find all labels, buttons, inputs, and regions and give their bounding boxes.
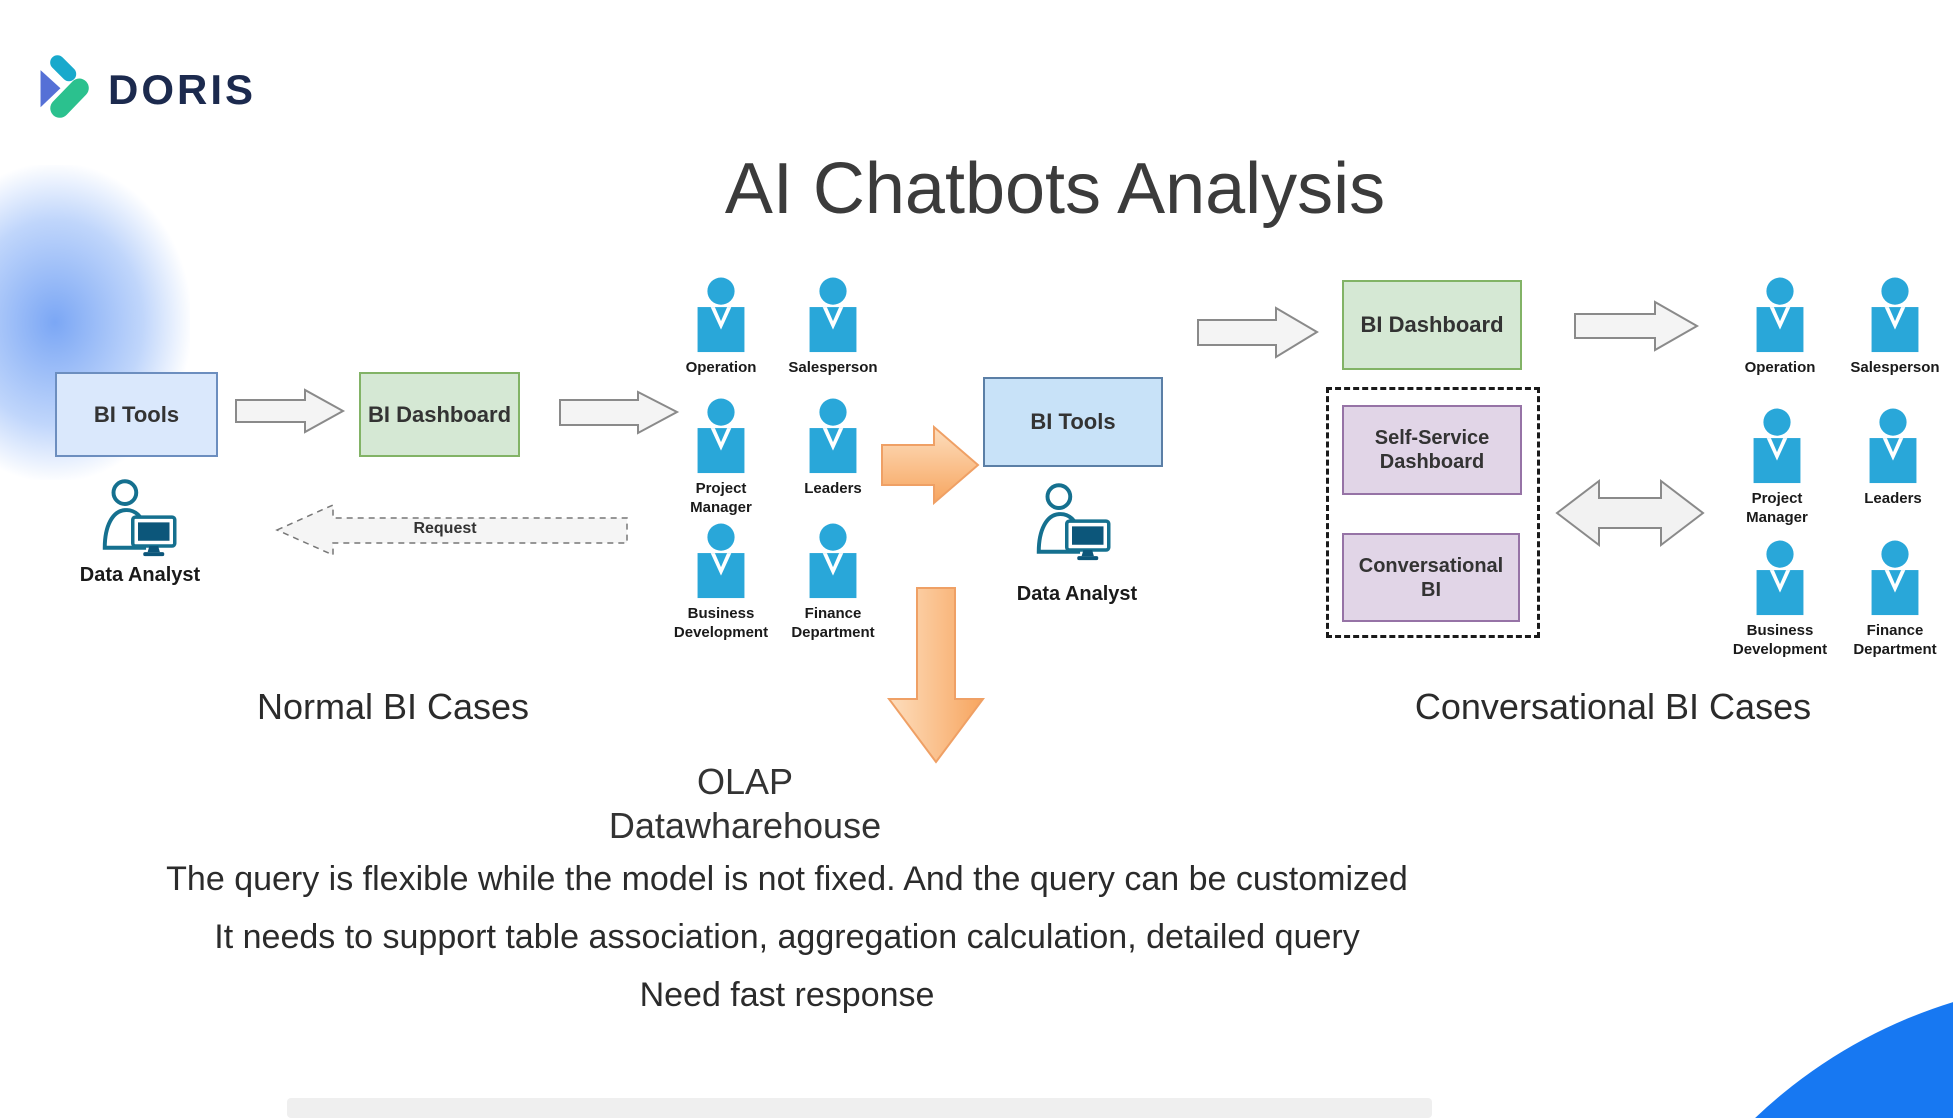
person-label: Operation	[685, 359, 757, 376]
person-icon	[809, 277, 857, 353]
self-service-label: Self-Service Dashboard	[1374, 427, 1490, 473]
person-icon	[809, 523, 857, 599]
person-finance-department-right: Finance Department	[1835, 540, 1953, 659]
person-label: Business Development	[1732, 622, 1828, 658]
person-project-manager-left: Project Manager	[661, 398, 781, 517]
arrow-bidashboard-to-right-people	[1574, 300, 1700, 352]
arrow-bitools-to-bidashboard	[235, 388, 346, 434]
person-leaders-right: Leaders	[1833, 408, 1953, 508]
person-label: Project Manager	[1746, 490, 1808, 526]
note-line: The query is flexible while the model is…	[166, 860, 1408, 898]
person-label: Salesperson	[1850, 359, 1940, 376]
orange-arrow-down	[887, 587, 985, 764]
note-line: Need fast response	[639, 976, 935, 1014]
data-analyst-label-left: Data Analyst	[79, 564, 201, 586]
bi-dashboard-right-label: BI Dashboard	[1360, 312, 1504, 337]
person-icon	[809, 398, 857, 474]
person-project-manager-right: Project Manager	[1717, 408, 1837, 527]
conversational-bi-box: Conversational BI	[1342, 533, 1520, 622]
olap-datawarehouse-label: OLAP Datawharehouse	[545, 760, 945, 848]
arrow-to-bidashboard-right	[1197, 306, 1319, 359]
notes-block: The query is flexible while the model is…	[62, 850, 1512, 1024]
person-icon	[1753, 408, 1801, 484]
person-finance-department-left: Finance Department	[773, 523, 893, 642]
page-title: AI Chatbots Analysis	[724, 149, 1386, 229]
person-salesperson-right: Salesperson	[1835, 277, 1953, 377]
orange-arrow-right	[881, 424, 980, 506]
person-icon	[1871, 540, 1919, 616]
person-icon	[697, 398, 745, 474]
data-analyst-icon-left	[102, 479, 177, 559]
person-icon	[1756, 540, 1804, 616]
person-label: Finance Department	[1853, 622, 1937, 658]
bi-dashboard-left-label: BI Dashboard	[367, 401, 512, 427]
bi-tools-left-label: BI Tools	[93, 401, 180, 427]
conversational-group-frame	[1326, 387, 1540, 638]
person-icon	[697, 277, 745, 353]
person-icon	[697, 523, 745, 599]
person-icon	[1756, 277, 1804, 353]
double-arrow	[1555, 478, 1705, 548]
person-label: Leaders	[1864, 490, 1922, 507]
bi-tools-middle-label: BI Tools	[1030, 409, 1116, 434]
bi-tools-box-left: BI Tools	[55, 372, 218, 457]
person-icon	[1871, 277, 1919, 353]
note-line: It needs to support table association, a…	[214, 918, 1360, 956]
doris-logo-text: DORIS	[108, 66, 257, 113]
person-business-development-left: Business Development	[661, 523, 781, 642]
conversational-bi-cases-label: Conversational BI Cases	[1414, 686, 1812, 727]
arrow-bidashboard-to-people	[559, 390, 680, 435]
corner-circle-decoration	[1600, 980, 1953, 1118]
bottom-strip-decoration	[287, 1098, 1432, 1118]
bi-dashboard-box-left: BI Dashboard	[359, 372, 520, 457]
person-operation-right: Operation	[1720, 277, 1840, 377]
doris-logo: DORIS	[36, 50, 256, 130]
person-operation-left: Operation	[661, 277, 781, 377]
bi-dashboard-box-right: BI Dashboard	[1342, 280, 1522, 370]
bi-tools-box-middle: BI Tools	[983, 377, 1163, 467]
person-label: Operation	[1744, 359, 1816, 376]
person-label: Leaders	[804, 480, 862, 497]
person-business-development-right: Business Development	[1720, 540, 1840, 659]
normal-bi-cases-label: Normal BI Cases	[256, 686, 530, 727]
data-analyst-label-middle: Data Analyst	[1016, 583, 1138, 605]
person-leaders-left: Leaders	[773, 398, 893, 498]
person-icon	[1869, 408, 1917, 484]
conversational-bi-label: Conversational BI	[1358, 554, 1504, 601]
doris-logo-icon	[40, 55, 89, 118]
olap-line2: Datawharehouse	[608, 805, 882, 846]
person-salesperson-left: Salesperson	[773, 277, 893, 377]
self-service-dashboard-box: Self-Service Dashboard	[1342, 405, 1522, 495]
data-analyst-icon-middle	[1036, 483, 1111, 563]
olap-line1: OLAP	[696, 761, 794, 802]
person-label: Business Development	[673, 605, 769, 641]
person-label: Finance Department	[791, 605, 875, 641]
person-label: Project Manager	[690, 480, 752, 516]
person-label: Salesperson	[788, 359, 878, 376]
request-label: Request	[413, 520, 477, 537]
